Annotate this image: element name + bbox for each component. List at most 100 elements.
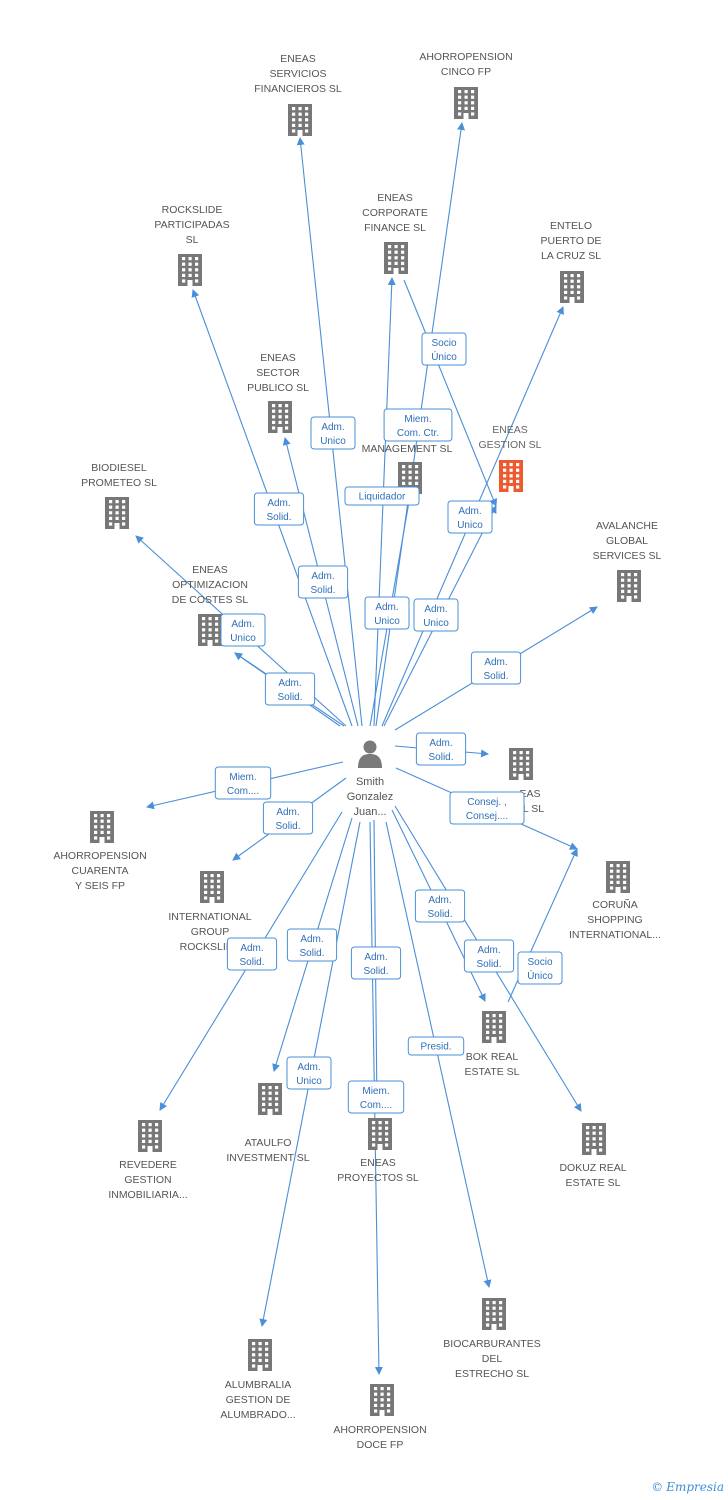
edge-label-text: Adm. — [375, 602, 398, 613]
edge-label-box[interactable]: Presid. — [407, 1036, 465, 1056]
edge-label-box[interactable]: Adm.Unico — [413, 598, 459, 632]
edge-label-text: Unico — [457, 520, 483, 531]
edge-label-text: Com.... — [360, 1100, 392, 1111]
node-label-line: DOCE FP — [357, 1439, 404, 1451]
edge-label-box[interactable]: Adm.Solid. — [350, 946, 402, 980]
copyright-symbol: © — [651, 1480, 664, 1494]
brand-name: Empresia — [666, 1480, 724, 1494]
edge-label-text: Adm. — [276, 807, 299, 818]
node-label-line: ATAULFO — [245, 1137, 292, 1149]
edge-label-text: Com.... — [227, 786, 259, 797]
edge-label-box[interactable]: Adm. Solid. — [262, 801, 314, 835]
node-revedere[interactable]: REVEDEREGESTIONINMOBILIARIA... — [108, 1120, 188, 1201]
edge-label-text: Solid. — [277, 692, 302, 703]
node-label-line: INTERNATIONAL... — [569, 929, 661, 941]
edge-label-box[interactable]: Miem.Com. Ctr. — [383, 408, 453, 442]
building-icon — [499, 460, 523, 492]
edge-label-box[interactable]: Adm.Unico — [286, 1056, 332, 1090]
building-icon — [288, 104, 312, 136]
edge-label-text: Solid. — [266, 512, 291, 523]
edge-label-text: Miem. — [404, 414, 431, 425]
edge-label-text: Presid. — [420, 1042, 451, 1053]
building-icon — [178, 254, 202, 286]
edge-label-box[interactable]: Adm.Solid. — [253, 492, 305, 526]
edge-label-box[interactable]: Adm. Solid. — [463, 939, 515, 973]
node-label-line: PUERTO DE — [541, 235, 602, 247]
node-label-line: ENEAS — [377, 192, 413, 204]
node-label-line: EAS — [519, 788, 540, 800]
node-label-line: ENEAS — [192, 564, 228, 576]
node-label-line: SL — [186, 234, 199, 246]
edge-label-text: Solid. — [310, 585, 335, 596]
node-label-line: AHORROPENSION — [53, 850, 146, 862]
node-label-line: SECTOR — [256, 367, 300, 379]
edge-label-box[interactable]: Miem. Com.... — [347, 1080, 405, 1114]
edge-label-text: Adm. — [477, 945, 500, 956]
edge-label-box[interactable]: Adm.Unico — [447, 500, 493, 534]
edge-label-box[interactable]: Adm.Unico — [310, 416, 356, 450]
edge-label-box[interactable]: Adm. Solid. — [414, 889, 466, 923]
node-label-line: CORPORATE — [362, 207, 428, 219]
building-icon — [384, 242, 408, 274]
edge-label-text: Solid. — [275, 821, 300, 832]
edge-label-text: Adm. — [428, 895, 451, 906]
edge-label-text: Miem. — [362, 1086, 389, 1097]
person-node[interactable]: Smith Gonzalez Juan... — [347, 740, 393, 819]
edge-label-text: Solid. — [427, 909, 452, 920]
edge-label-box[interactable]: Miem.Com.... — [214, 766, 272, 800]
building-icon — [617, 570, 641, 602]
edge-label-text: Liquidador — [359, 492, 406, 503]
edge-label-box[interactable]: Consej. ,Consej.... — [449, 791, 525, 825]
edge-label-box[interactable]: Adm. Unico — [364, 596, 410, 630]
edge-label-box[interactable]: Adm.Solid. — [286, 928, 338, 962]
node-label-line: SERVICIOS — [270, 68, 327, 80]
edge-labels-layer: Adm. Unico Miem.Com. Ctr. Adm. Solid. Adm. Uni… — [214, 332, 563, 1114]
node-label-line: GROUP — [191, 926, 230, 938]
node-eneas-management[interactable]: MANAGEMENT SL — [362, 443, 453, 494]
edge-label-box[interactable]: Adm.Solid. — [470, 651, 522, 685]
edge-label-text: Unico — [374, 616, 400, 627]
building-icon — [138, 1120, 162, 1152]
edge-label-text: Adm. — [364, 952, 387, 963]
edge-label-text: Solid. — [476, 959, 501, 970]
node-label-line: GESTION DE — [226, 1394, 291, 1406]
building-icon — [105, 497, 129, 529]
edge-label-box[interactable]: Adm.Solid. — [264, 672, 316, 706]
edge-label-box[interactable]: Adm.Unico — [220, 613, 266, 647]
edge-label-box[interactable]: Adm.Solid. — [297, 565, 349, 599]
node-label-line: AHORROPENSION — [333, 1424, 426, 1436]
edge-label-box[interactable]: Adm.Solid. — [226, 937, 278, 971]
edge-label-box[interactable]: Liquidador — [344, 486, 420, 506]
edge-label-text: Adm. — [231, 619, 254, 630]
node-label-line: PROMETEO SL — [81, 477, 157, 489]
edge-label-text: Adm. — [240, 943, 263, 954]
node-ahorropension-doce[interactable]: AHORROPENSION DOCE FP — [333, 1384, 427, 1451]
node-coruna[interactable]: CORUÑASHOPPINGINTERNATIONAL... — [569, 861, 661, 941]
building-icon — [509, 748, 533, 780]
edge-label-text: Adm. — [429, 738, 452, 749]
person-name-line-3: Juan... — [353, 806, 386, 818]
edge-label-box[interactable]: Adm.Solid. — [415, 732, 467, 766]
node-label-line: ROCKSLIDE — [162, 204, 223, 216]
